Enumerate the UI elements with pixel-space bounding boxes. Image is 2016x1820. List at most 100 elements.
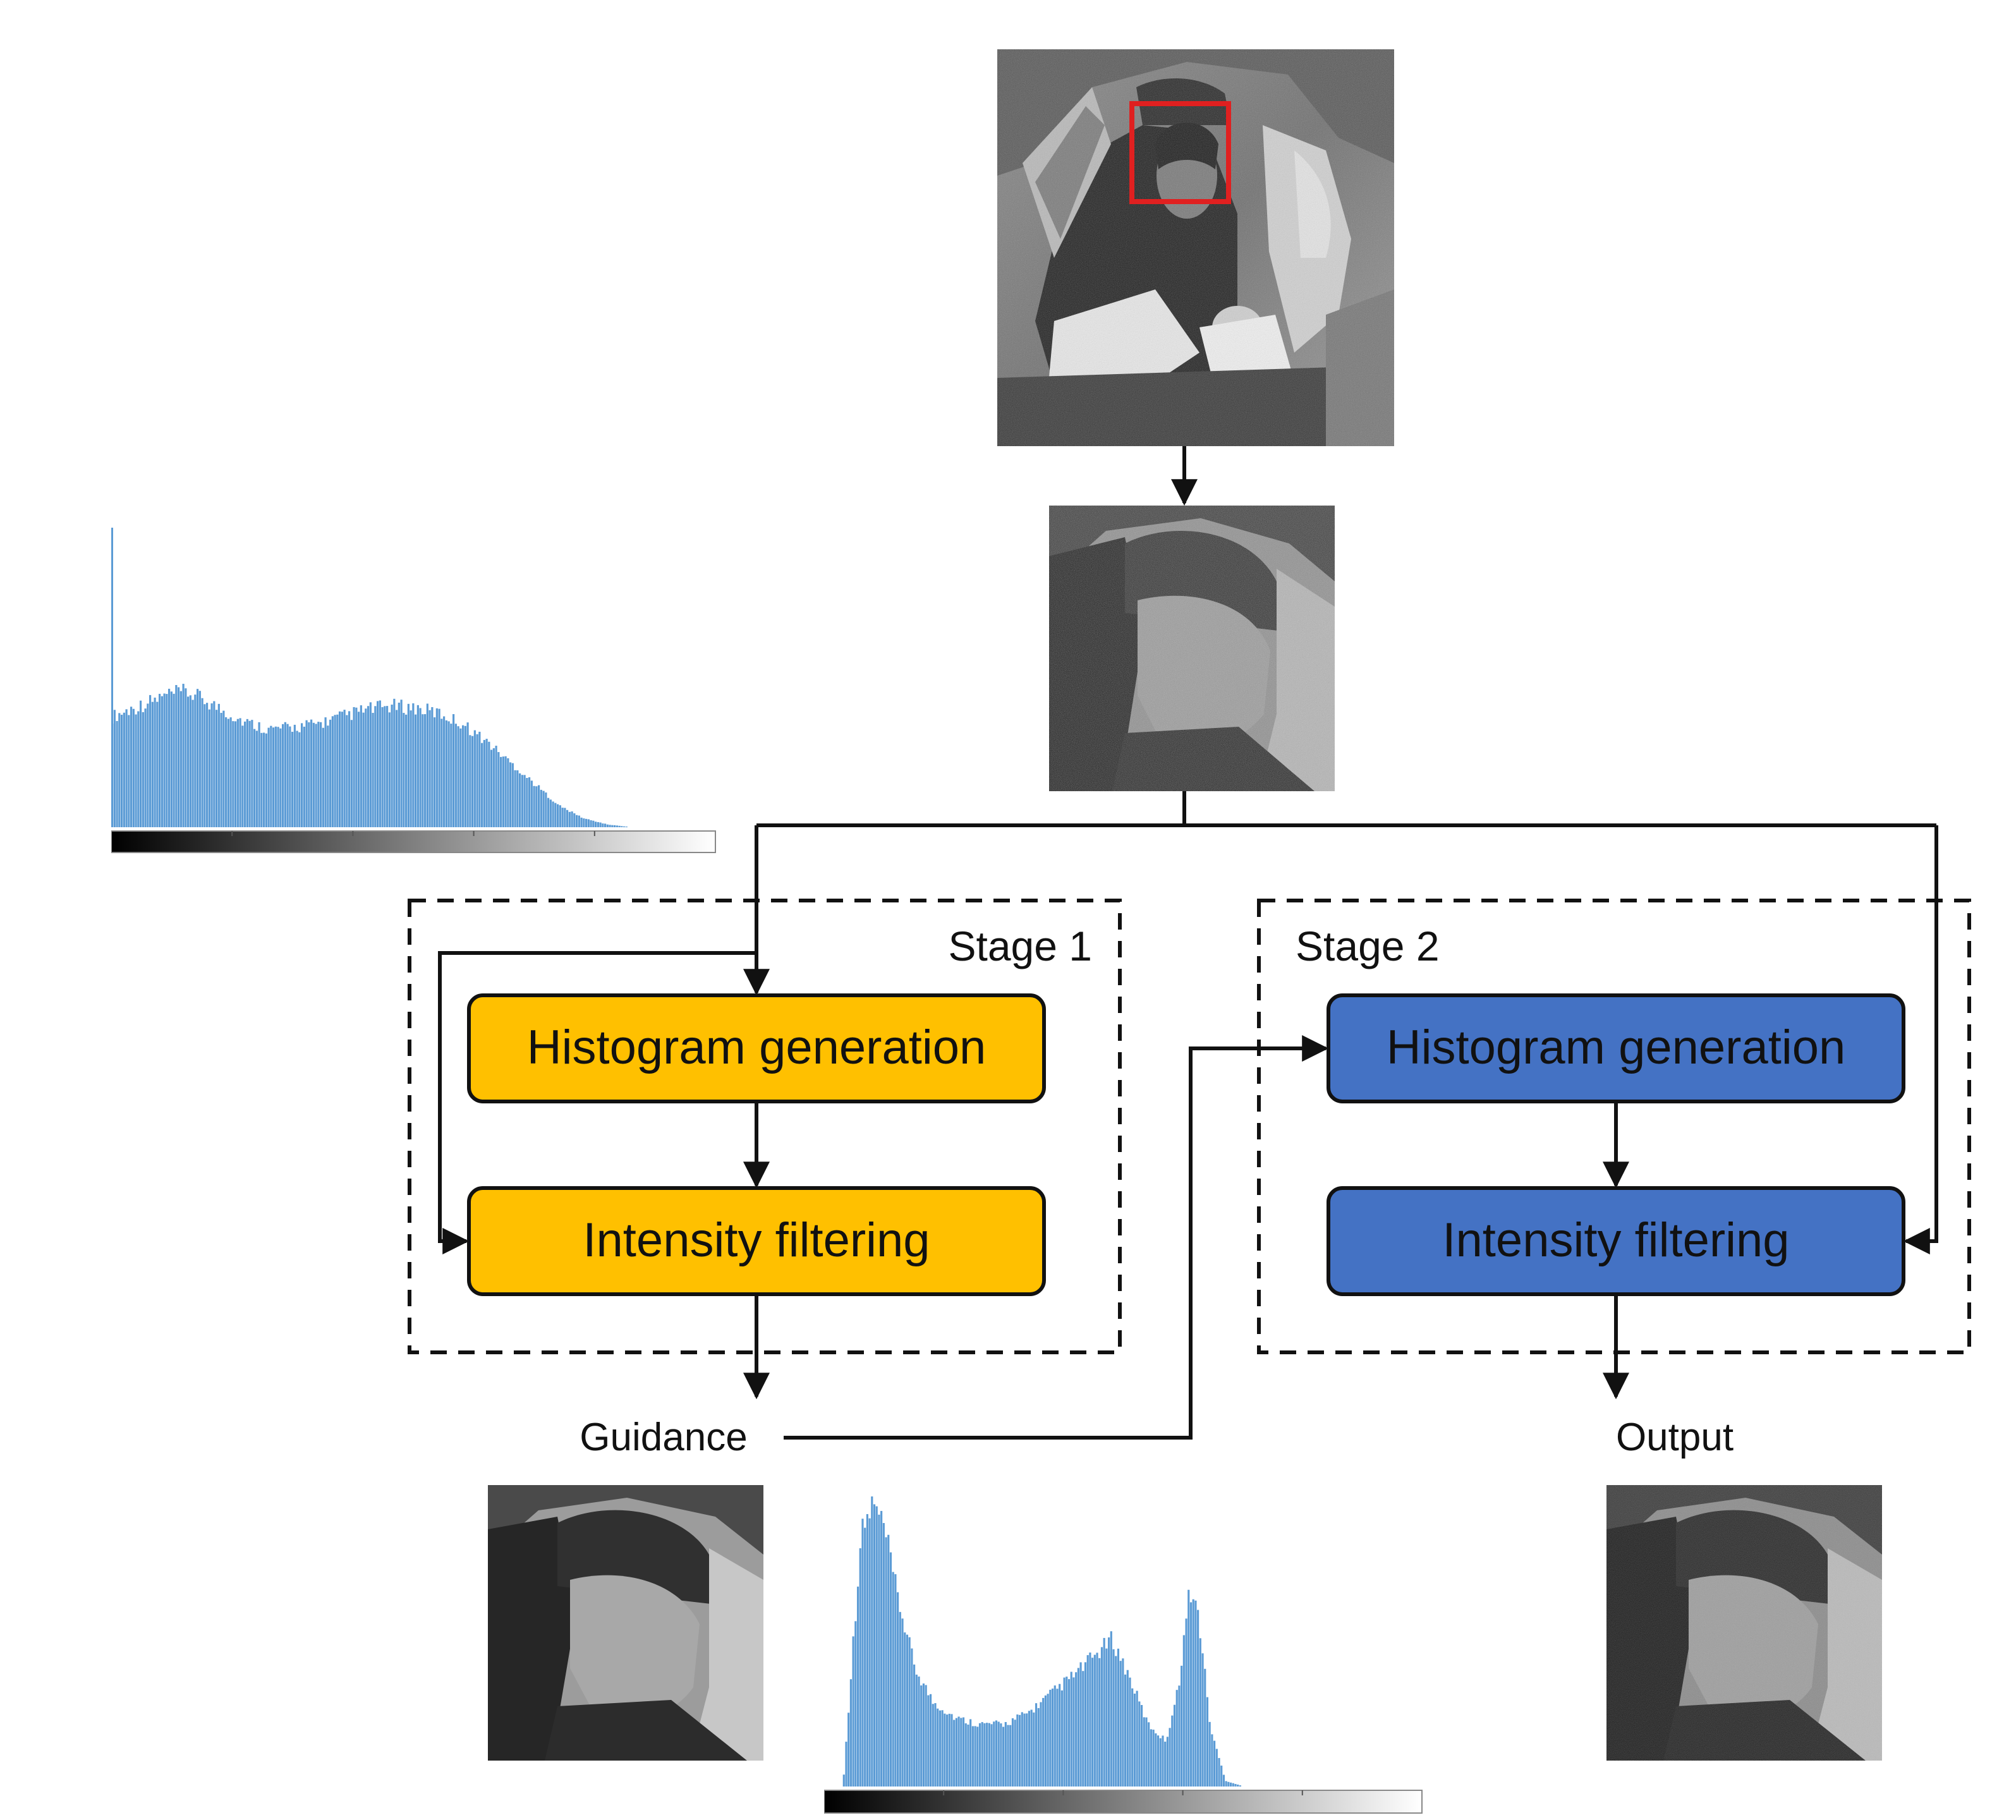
histogram-bar: [1110, 1631, 1112, 1787]
stage1-intensity-filtering-label: Intensity filtering: [583, 1213, 930, 1267]
histogram-bar: [948, 1713, 950, 1787]
histogram-bar: [350, 720, 353, 827]
stage2-intensity-filtering-label: Intensity filtering: [1442, 1213, 1789, 1267]
histogram-bar: [875, 1506, 878, 1787]
histogram-bar: [1037, 1708, 1040, 1787]
histogram-bar: [426, 703, 428, 827]
histogram-bar: [348, 711, 351, 827]
histogram-bar: [182, 684, 185, 827]
histogram-bar: [1075, 1672, 1078, 1787]
histogram-bar: [934, 1703, 937, 1787]
histogram-bar: [483, 739, 485, 827]
histogram-bar: [132, 708, 135, 827]
histogram-bar: [538, 785, 540, 827]
histogram-bar: [343, 710, 346, 827]
histogram-bar: [967, 1725, 969, 1787]
histogram-bar: [353, 707, 355, 827]
histogram-bar: [507, 758, 509, 827]
histogram-bar: [599, 822, 602, 827]
histogram-bar: [585, 818, 588, 827]
connector-crop-split: [756, 791, 1936, 827]
stage1-histogram-generation-label: Histogram generation: [527, 1021, 987, 1074]
histogram-bar: [1138, 1701, 1141, 1787]
histogram-bar: [1054, 1685, 1056, 1787]
histogram-bar: [1197, 1610, 1199, 1787]
histogram-bar: [301, 723, 303, 827]
histogram-bar: [1169, 1728, 1171, 1787]
histogram-bar: [216, 710, 218, 827]
histogram-bar: [310, 719, 313, 827]
histogram-bar: [1189, 1602, 1193, 1787]
histogram-bar: [944, 1713, 946, 1787]
histogram-bar: [1079, 1662, 1082, 1787]
histogram-bar: [1150, 1729, 1152, 1787]
histogram-bar: [1166, 1737, 1169, 1787]
histogram-bar: [403, 713, 405, 827]
histogram-bar: [173, 693, 175, 827]
histogram-bar: [1016, 1714, 1019, 1787]
histogram-bar: [428, 710, 431, 827]
histogram-bar: [1155, 1733, 1157, 1787]
histogram-bar: [580, 817, 583, 827]
histogram-bar: [1181, 1665, 1183, 1787]
grayscale-ramp: [111, 830, 716, 853]
output-image: [1606, 1485, 1882, 1761]
stage1-intensity-filtering-box: Intensity filtering: [467, 1186, 1046, 1296]
histogram-bar: [519, 773, 521, 827]
histogram-bar: [144, 708, 147, 827]
histogram-bar: [929, 1694, 932, 1787]
histogram-bar: [445, 720, 447, 827]
histogram-bar: [1103, 1637, 1105, 1787]
histogram-bar: [1093, 1654, 1096, 1787]
histogram-bar: [391, 704, 393, 827]
histogram-bar: [396, 710, 398, 827]
histogram-bar: [938, 1710, 941, 1787]
histogram-bar: [161, 696, 163, 827]
histogram-bar: [270, 725, 272, 827]
histogram-bar: [331, 716, 334, 827]
histogram-bar: [466, 722, 469, 827]
histogram-bar: [960, 1718, 962, 1787]
histogram-bar: [955, 1718, 957, 1787]
histogram-bar: [303, 726, 305, 827]
histogram-bar: [312, 722, 315, 827]
histogram-bar: [130, 707, 133, 827]
histogram-bar: [1000, 1723, 1002, 1787]
histogram-bar: [892, 1572, 894, 1787]
histogram-bar: [1098, 1658, 1101, 1787]
histogram-bar: [561, 808, 564, 827]
stage1-container: [408, 899, 1122, 1354]
histogram-bar: [398, 702, 400, 827]
histogram-bar: [265, 733, 267, 827]
histogram-bar: [927, 1695, 930, 1787]
histogram-bar: [1060, 1690, 1063, 1787]
histogram-bar: [1021, 1712, 1023, 1787]
histogram-bar: [1033, 1712, 1035, 1787]
histogram-bar: [873, 1504, 876, 1787]
histogram-bar: [1042, 1697, 1045, 1787]
histogram-bar: [1014, 1720, 1016, 1787]
histogram-bar: [440, 719, 443, 827]
histogram-bar: [492, 748, 495, 827]
histogram-bar: [915, 1674, 918, 1787]
stage2-intensity-filtering-box: Intensity filtering: [1327, 1186, 1905, 1296]
histogram-bar: [1070, 1671, 1072, 1787]
histogram-bar: [937, 1708, 939, 1787]
histogram-bar: [462, 725, 465, 827]
histogram-bar: [516, 770, 519, 827]
histogram-bar: [545, 792, 547, 827]
histogram-bar: [217, 703, 220, 827]
histogram-bar: [590, 820, 592, 827]
histogram-bar: [1239, 1785, 1241, 1787]
histogram-bar: [1040, 1702, 1042, 1787]
histogram-bar: [151, 701, 154, 827]
histogram-bar: [976, 1726, 979, 1787]
histogram-bar: [438, 708, 440, 827]
histogram-bar: [156, 701, 159, 827]
histogram-bar: [1220, 1765, 1223, 1787]
stage2-label: Stage 2: [1296, 923, 1440, 969]
guidance-label: Guidance: [580, 1416, 747, 1459]
histogram-bar: [379, 700, 381, 827]
histogram-bar: [123, 712, 125, 827]
histogram-bar: [1105, 1648, 1108, 1787]
